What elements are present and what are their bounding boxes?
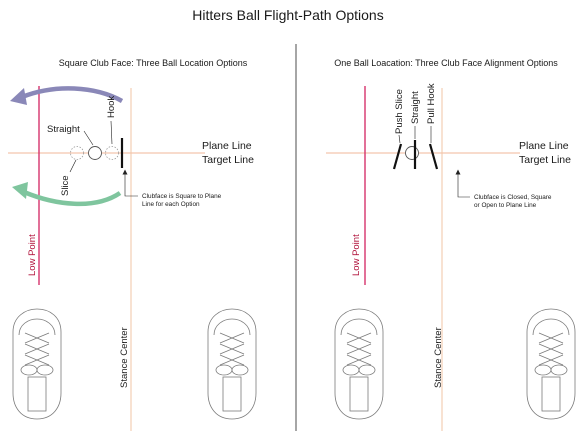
left-slice-arrow [23,189,122,207]
right-label-pull-hook: Pull Hook [426,83,437,124]
left-low-point-label: Low Point [27,234,38,276]
left-stance-center-label: Stance Center [119,327,130,388]
left-hook-pointer [110,120,113,145]
right-low-point-label: Low Point [351,234,362,276]
right-clubface-pull-hook [428,143,439,170]
right-stance-center-label: Stance Center [433,327,444,388]
right-label-push-slice: Push Slice [394,89,405,134]
left-slice-pointer [69,159,77,173]
left-label-slice: Slice [60,175,71,196]
left-label-hook: Hook [106,96,117,118]
right-shoe-back [526,308,576,420]
left-label-straight: Straight [47,124,80,135]
right-note-line2: or Open to Plane Line [474,202,537,209]
diagram-title: Hitters Ball Flight-Path Options [192,7,383,23]
left-hook-arrowhead [10,88,27,105]
left-ball-slice [70,146,84,160]
left-note-arrow [122,169,138,197]
right-label-straight: Straight [410,91,421,124]
left-shoe-front [12,308,62,420]
left-subtitle: Square Club Face: Three Ball Location Op… [59,58,248,68]
left-shoe-back [207,308,257,420]
left-panel: Square Club Face: Three Ball Location Op… [8,58,254,431]
right-clubface-push-slice [392,143,403,170]
left-ball-straight [88,146,102,160]
right-note-arrow [455,169,470,198]
left-note-line1: Clubface is Square to Plane [142,193,222,200]
right-ball [405,146,419,160]
left-target-line-label: Target Line [202,154,254,166]
right-note-line1: Clubface is Closed, Square [474,194,552,201]
left-note-line2: Line for each Option [142,201,200,208]
left-straight-pointer [83,130,94,146]
left-plane-line-label: Plane Line [202,140,252,152]
right-target-line-label: Target Line [519,154,571,166]
right-plane-line-label: Plane Line [519,140,569,152]
left-slice-arrowhead [12,182,28,199]
left-hook-arrow [21,86,124,103]
right-push-slice-pointer [398,134,401,144]
right-shoe-front [334,308,384,420]
right-panel: One Ball Loacation: Three Club Face Alig… [326,58,571,431]
left-ball-hook [105,146,119,160]
right-subtitle: One Ball Loacation: Three Club Face Alig… [334,58,558,68]
